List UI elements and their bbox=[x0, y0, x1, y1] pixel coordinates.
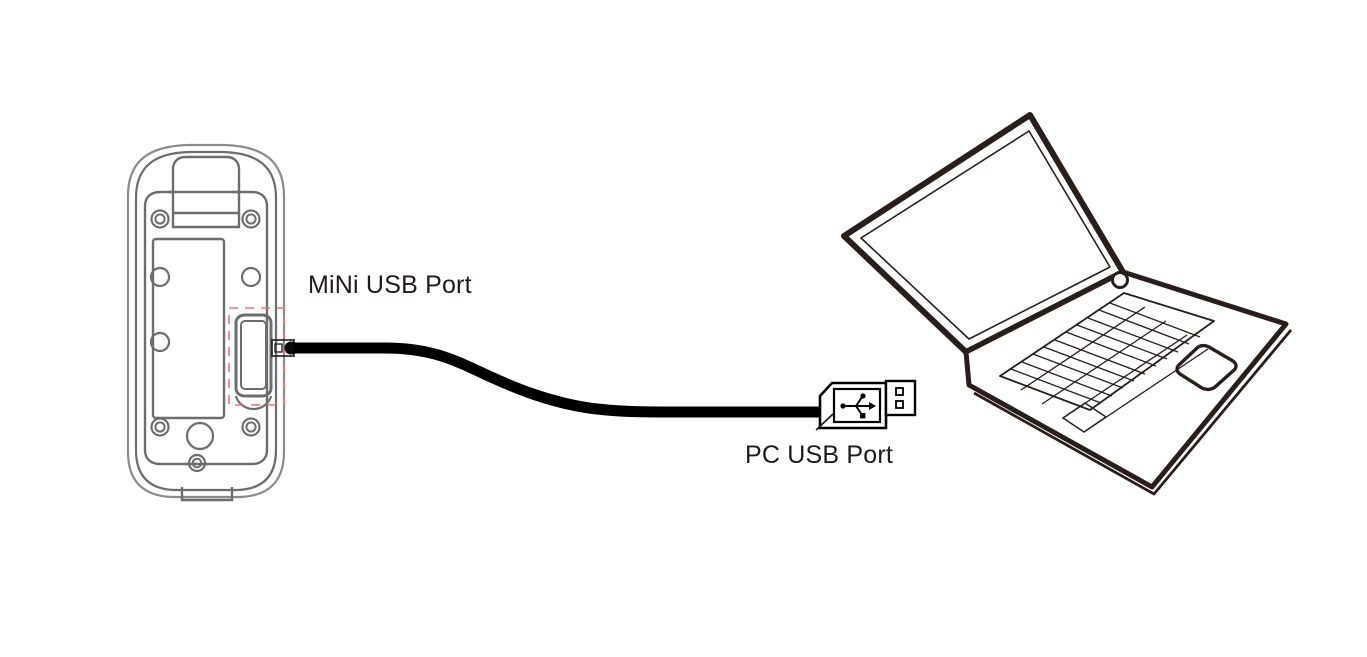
mini-usb-port bbox=[234, 313, 273, 411]
device-hole-center-large bbox=[185, 421, 215, 451]
pc-usb-leader-line bbox=[815, 413, 834, 431]
usb-plug-contact-top bbox=[895, 387, 904, 396]
mini-usb-port-slot bbox=[240, 320, 267, 390]
mini-usb-port-housing bbox=[234, 313, 273, 398]
usb-symbol-frame bbox=[832, 387, 882, 424]
mini-usb-plug-contact bbox=[274, 343, 283, 353]
laptop-base-bottom-edge bbox=[973, 329, 1293, 496]
device-outer-shell bbox=[126, 143, 286, 499]
usb-type-a-connector bbox=[818, 379, 917, 430]
laptop-trackpad bbox=[1175, 343, 1238, 392]
laptop-screen-panel bbox=[860, 130, 1111, 340]
usb-plug-tip bbox=[884, 379, 917, 417]
laptop-base-thickness bbox=[968, 323, 1287, 489]
device-battery-compartment bbox=[151, 237, 226, 420]
device-hole-left-low bbox=[149, 331, 171, 353]
laptop-spacebar-key bbox=[1061, 402, 1108, 433]
device-top-bracket bbox=[171, 155, 241, 229]
device-screw-holes bbox=[150, 209, 261, 473]
device-inner-plate bbox=[143, 190, 269, 466]
handheld-device bbox=[126, 143, 286, 502]
device-inner-shell bbox=[134, 150, 278, 492]
laptop-webcam-dot bbox=[1111, 271, 1129, 289]
pc-usb-port-label: PC USB Port bbox=[745, 441, 893, 469]
laptop-keyboard-grid bbox=[999, 292, 1215, 433]
device-hole-left-mid bbox=[149, 266, 171, 288]
laptop-computer bbox=[841, 112, 1293, 496]
usb-cable bbox=[293, 342, 822, 418]
usb-plug-contact-bottom bbox=[895, 400, 904, 409]
mini-usb-port-lip bbox=[234, 395, 273, 411]
mini-usb-port-label: MiNi USB Port bbox=[308, 271, 472, 299]
device-hole-right-mid bbox=[240, 266, 262, 288]
device-bottom-notch bbox=[180, 487, 234, 502]
usb-trident-icon bbox=[840, 393, 876, 419]
